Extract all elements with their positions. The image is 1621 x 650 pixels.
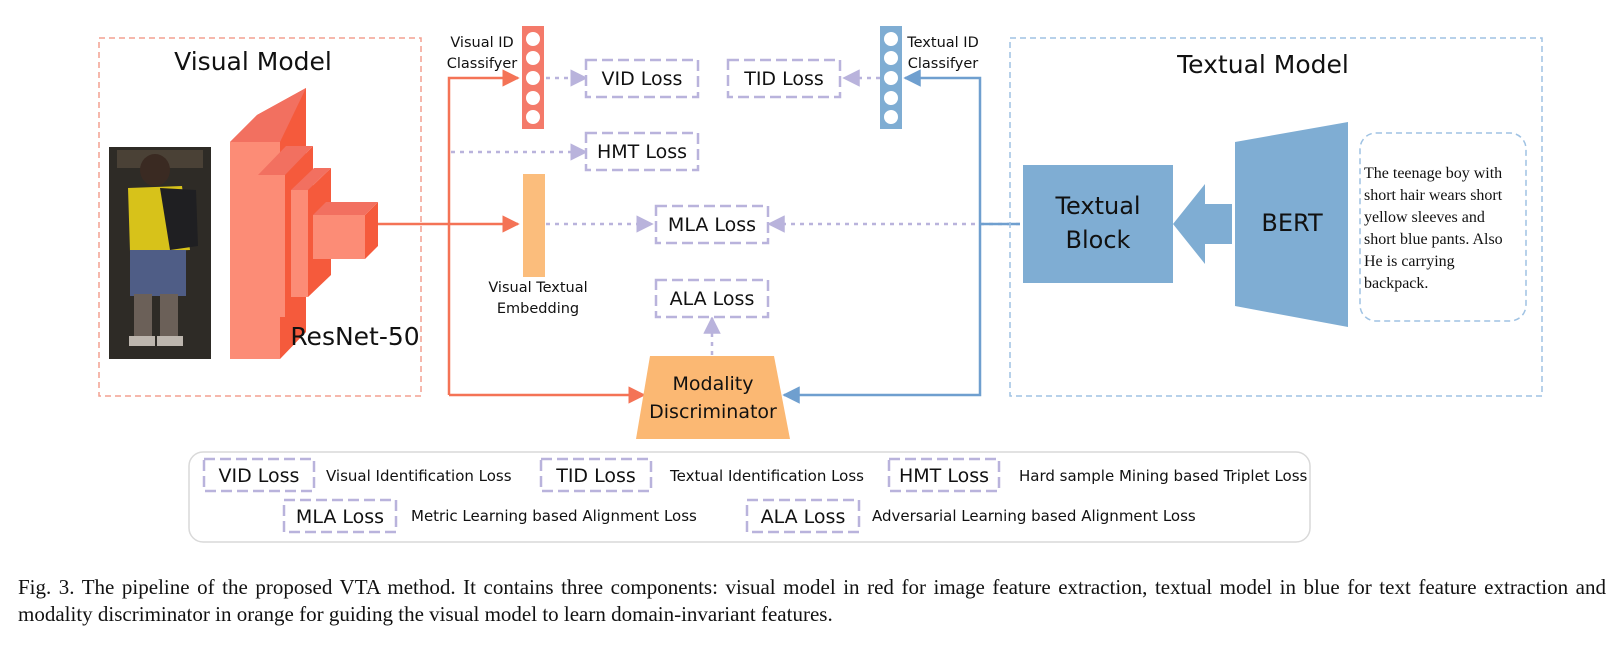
vid-loss-box: VID Loss (584, 58, 700, 99)
discriminator-label-2: Discriminator (649, 401, 777, 423)
svg-text:Adversarial Learning based Ali: Adversarial Learning based Alignment Los… (872, 507, 1196, 525)
modality-discriminator (636, 356, 790, 439)
mla-loss-box: MLA Loss (654, 204, 770, 245)
textual-flow (782, 69, 1020, 404)
textual-block (1023, 165, 1173, 283)
legend-item-vid: VID Loss Visual Identification Loss (202, 457, 512, 493)
svg-text:Metric Learning based Alignmen: Metric Learning based Alignment Loss (411, 507, 697, 525)
svg-text:The teenage boy with: The teenage boy with (1364, 165, 1502, 182)
textual-classifier-label-2: Classifyer (908, 56, 979, 72)
textual-classifier-label-1: Textual ID (906, 35, 978, 51)
legend-item-tid: TID Loss Textual Identification Loss (539, 457, 864, 493)
svg-text:VID Loss: VID Loss (219, 465, 300, 487)
svg-text:MLA Loss: MLA Loss (668, 214, 756, 236)
textual-model-panel (1009, 37, 1543, 397)
svg-text:yellow sleeves and: yellow sleeves and (1364, 209, 1485, 226)
visual-textual-embedding (523, 174, 545, 277)
visual-classifier-label-1: Visual ID (450, 35, 513, 51)
legend-item-mla: MLA Loss Metric Learning based Alignment… (282, 498, 697, 534)
textual-model-title: Textual Model (1176, 50, 1349, 79)
svg-text:ALA Loss: ALA Loss (670, 288, 755, 310)
svg-text:short hair wears short: short hair wears short (1364, 187, 1503, 204)
visual-flow (378, 69, 646, 404)
bert-to-block-arrow (1173, 184, 1232, 264)
tid-loss-box: TID Loss (726, 58, 842, 99)
svg-text:He is carrying: He is carrying (1364, 253, 1455, 270)
textual-id-classifier (880, 26, 902, 129)
resnet-backbone (230, 88, 378, 359)
svg-text:VID Loss: VID Loss (602, 68, 683, 90)
legend-box (188, 451, 1311, 543)
loss-arrows (546, 69, 1020, 355)
visual-id-classifier (522, 26, 544, 129)
text-description-box (1359, 132, 1527, 322)
discriminator-label-1: Modality (673, 373, 754, 395)
hmt-loss-box: HMT Loss (584, 131, 700, 172)
svg-text:TID Loss: TID Loss (555, 465, 636, 487)
svg-text:MLA Loss: MLA Loss (296, 506, 384, 528)
figure-caption: Fig. 3. The pipeline of the proposed VTA… (18, 575, 1606, 626)
svg-text:backpack.: backpack. (1364, 275, 1428, 292)
person-image (109, 147, 211, 359)
legend-item-ala: ALA Loss Adversarial Learning based Alig… (745, 498, 1196, 534)
bert-label: BERT (1261, 209, 1323, 237)
embedding-label-1: Visual Textual (488, 280, 587, 296)
embedding-label-2: Embedding (497, 301, 579, 317)
ala-loss-box: ALA Loss (654, 278, 770, 319)
textual-block-label-1: Textual (1054, 192, 1140, 220)
legend-item-hmt: HMT Loss Hard sample Mining based Triple… (887, 457, 1308, 493)
text-description: The teenage boy with short hair wears sh… (1364, 165, 1503, 292)
visual-model-panel (98, 37, 422, 397)
svg-text:Hard sample Mining based Tripl: Hard sample Mining based Triplet Loss (1019, 467, 1308, 485)
svg-text:Visual Identification Loss: Visual Identification Loss (326, 467, 512, 485)
backbone-label: ResNet-50 (290, 322, 419, 351)
svg-text:ALA Loss: ALA Loss (761, 506, 846, 528)
svg-text:TID Loss: TID Loss (743, 68, 824, 90)
svg-text:HMT Loss: HMT Loss (597, 141, 687, 163)
visual-model-title: Visual Model (174, 47, 332, 76)
svg-text:HMT Loss: HMT Loss (899, 465, 989, 487)
svg-text:short blue pants. Also: short blue pants. Also (1364, 231, 1503, 248)
textual-block-label-2: Block (1066, 226, 1131, 254)
pipeline-diagram: Visual Model ResNet-50 (98, 26, 1543, 543)
svg-text:Textual Identification Loss: Textual Identification Loss (669, 467, 864, 485)
bert-encoder (1235, 122, 1348, 327)
visual-classifier-label-2: Classifyer (447, 56, 518, 72)
